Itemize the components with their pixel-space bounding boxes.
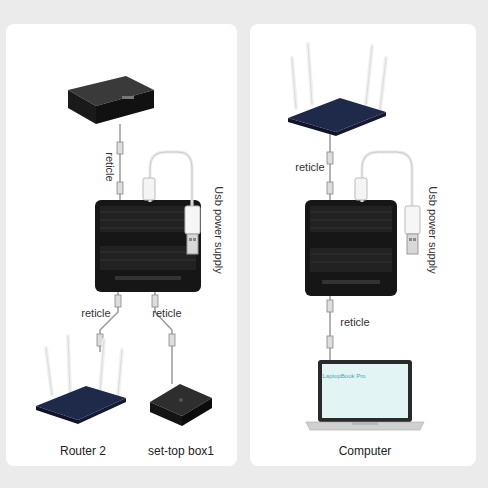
laptop: [306, 360, 424, 430]
router: [288, 44, 386, 136]
device-caption: set-top box1: [148, 444, 214, 458]
device-caption: Computer: [339, 444, 392, 458]
cable-label: reticle: [81, 307, 110, 320]
cable-label: reticle: [340, 316, 369, 329]
switch-box: [305, 200, 397, 296]
device-node: Router 2: [28, 340, 138, 458]
device-node: Computer: [300, 356, 430, 458]
right-panel: [250, 24, 476, 466]
set-top-box: [150, 384, 212, 426]
router: [36, 336, 126, 424]
cable-label: reticle: [103, 152, 116, 181]
device-caption: Router 2: [60, 444, 106, 458]
ethernet-cable: [327, 296, 333, 362]
usb-cable: [355, 152, 420, 254]
cable-label: Usb power supply: [426, 186, 439, 273]
usb-cable: [143, 152, 200, 254]
cable-label: reticle: [295, 161, 324, 174]
modem: [68, 76, 154, 124]
cable-label: reticle: [152, 307, 181, 320]
device-node: set-top box1: [138, 372, 224, 458]
cable-label: Usb power supply: [212, 186, 225, 273]
ethernet-cable: [97, 292, 175, 384]
ethernet-cable: [117, 124, 123, 202]
ethernet-cable: [327, 134, 333, 202]
screen-text: LaptopBook Pro: [322, 372, 365, 380]
left-panel: [6, 24, 237, 466]
switch-box: [95, 200, 201, 292]
